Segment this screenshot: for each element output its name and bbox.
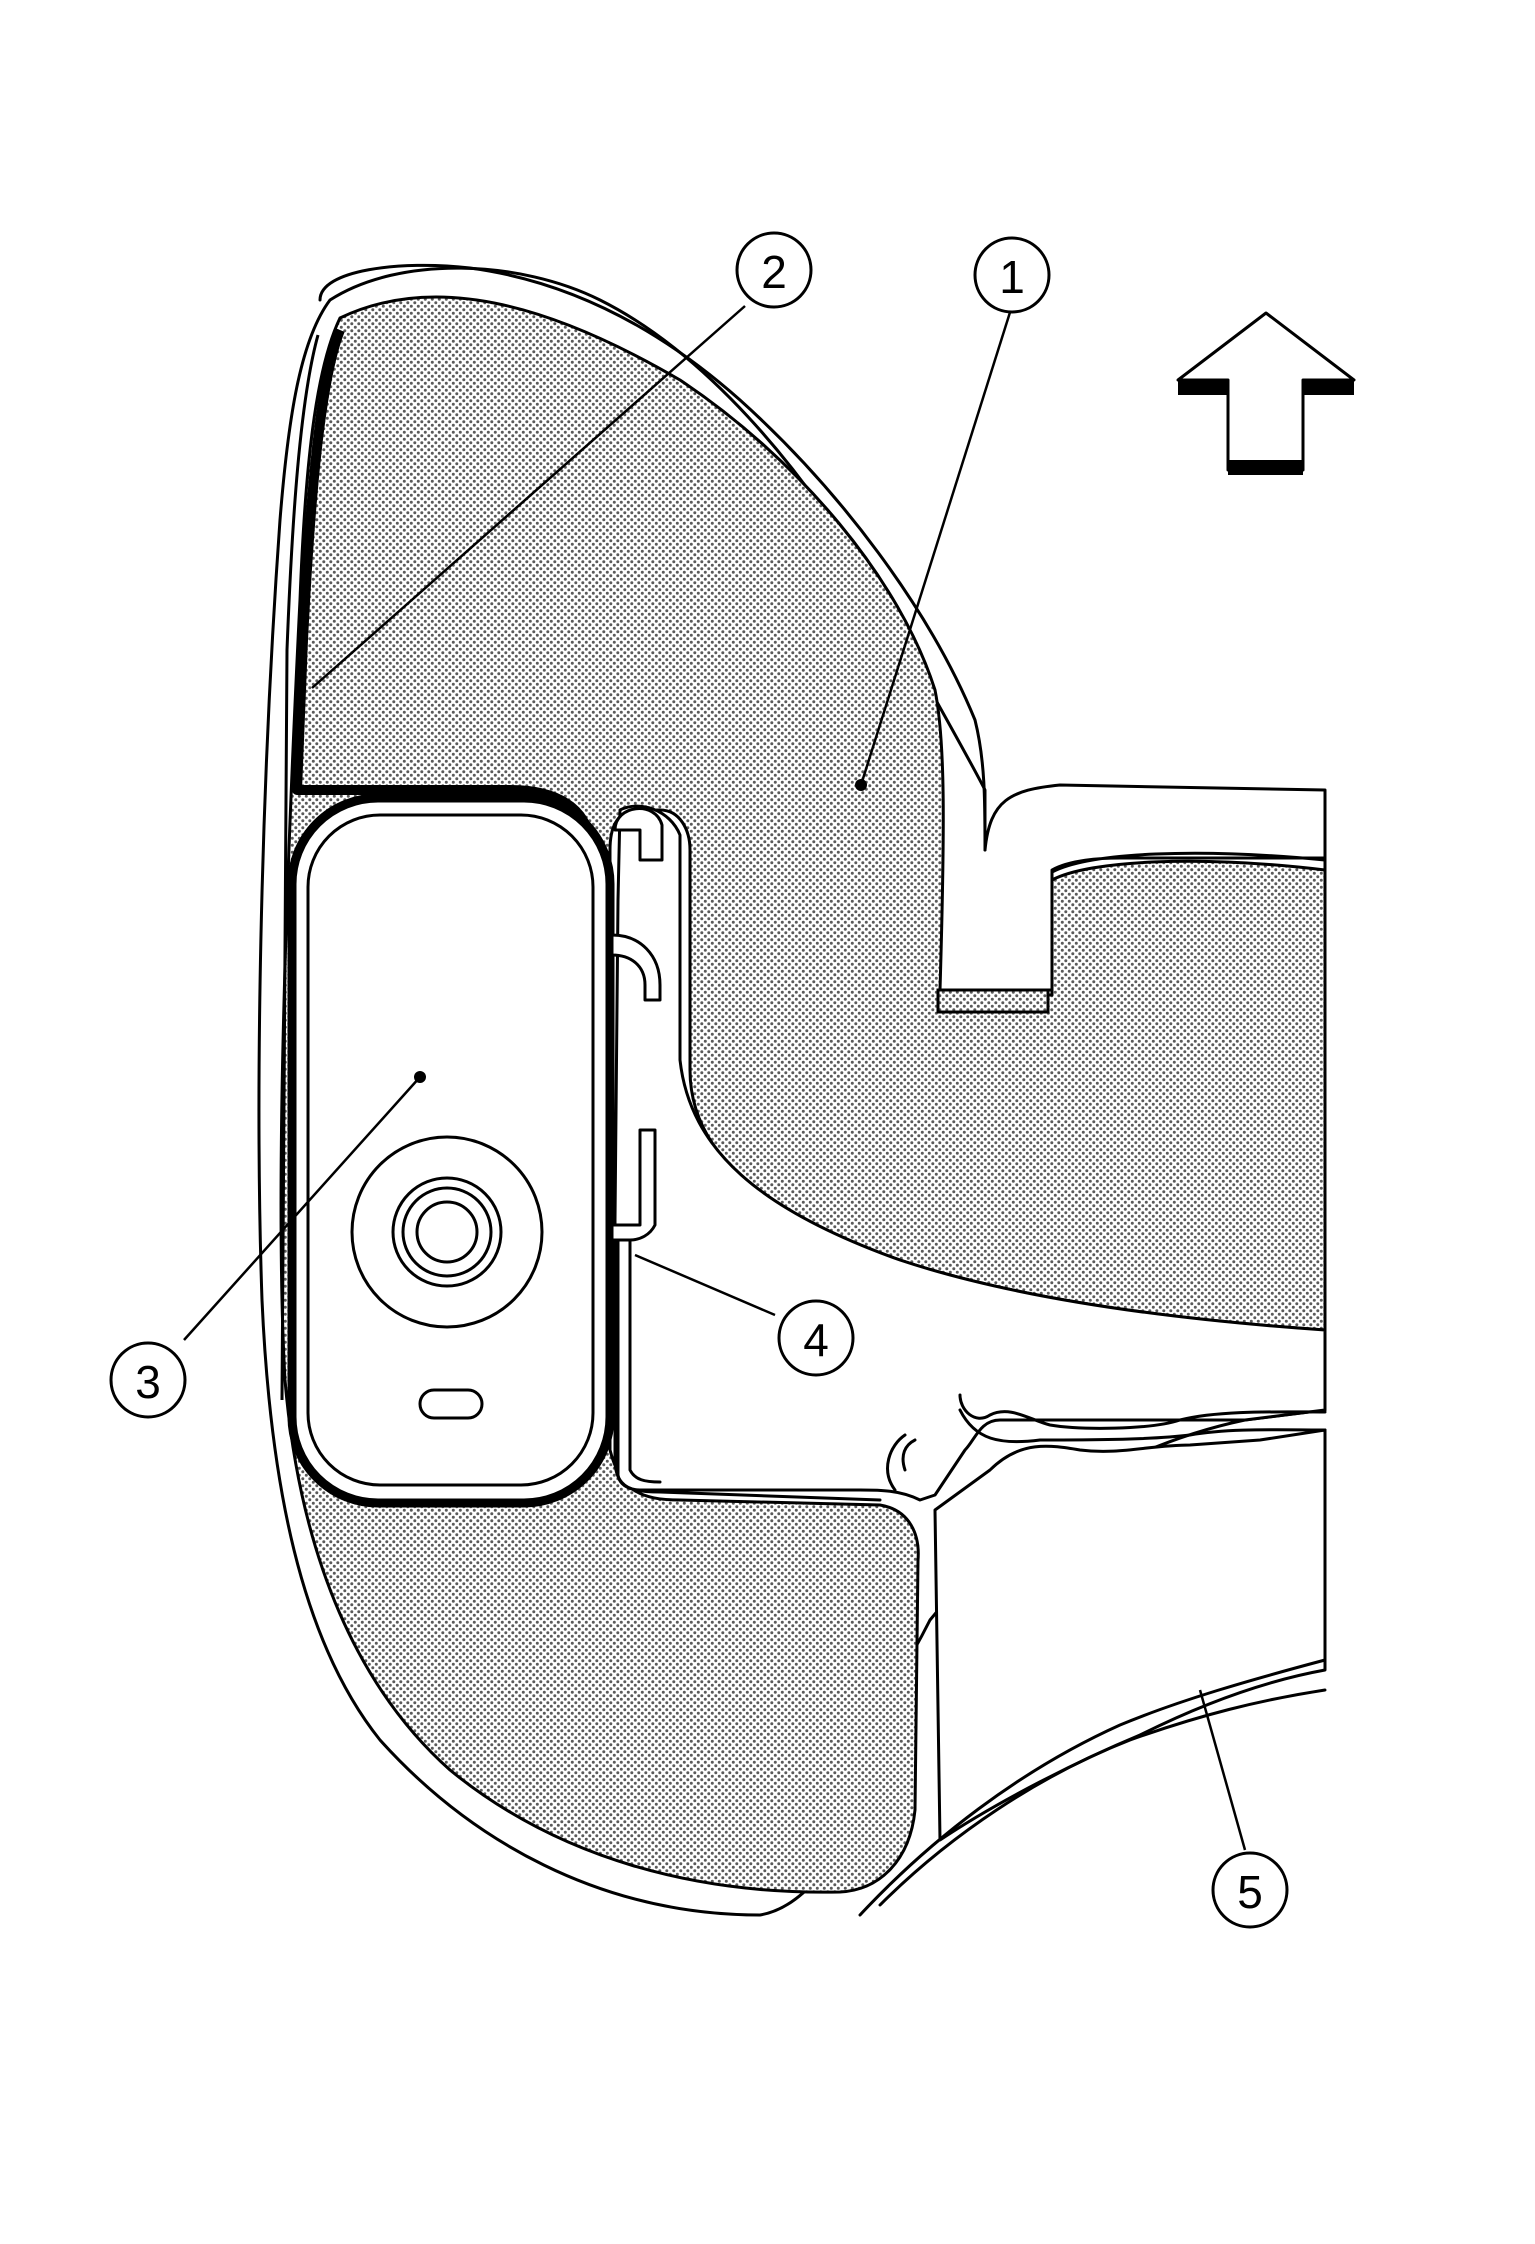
up-arrow-icon — [1176, 311, 1356, 475]
leader-line-5 — [1198, 1689, 1247, 1851]
leader-line-1 — [859, 305, 1014, 786]
floor-step — [936, 851, 1327, 997]
callout-2: 2 — [735, 231, 813, 309]
upper-trim-edge — [318, 263, 987, 852]
callout-5-label: 5 — [1237, 1866, 1263, 1918]
bracket-clip-mid — [610, 933, 662, 1002]
speaker-slot — [418, 1388, 484, 1420]
callout-3: 3 — [109, 1341, 187, 1419]
harness-rail — [616, 1238, 882, 1502]
panel-top-edge — [958, 1393, 1327, 1430]
bracket-clip-low — [610, 1128, 657, 1242]
leader-line-2 — [311, 305, 746, 689]
lower-floor-region — [933, 1428, 1327, 1842]
side-sill-trim — [858, 1658, 1327, 1917]
callout-4-label: 4 — [803, 1314, 829, 1366]
step-insulator-strip — [936, 988, 1050, 1014]
bracket-clip-top — [613, 807, 664, 862]
side-sill-trim-inner — [878, 1688, 1327, 1907]
callout-3-label: 3 — [135, 1356, 161, 1408]
callout-5: 5 — [1211, 1851, 1289, 1929]
callout-2-label: 2 — [761, 246, 787, 298]
leader-line-4 — [634, 1253, 776, 1317]
small-connector — [886, 1433, 917, 1492]
callout-1-label: 1 — [999, 251, 1025, 303]
callout-4: 4 — [777, 1299, 855, 1377]
callout-1: 1 — [973, 236, 1051, 314]
speaker-cone-center — [415, 1200, 479, 1264]
harness-rail-inner — [628, 1238, 662, 1484]
leader-line-3 — [183, 1076, 421, 1341]
panel-top-edge-2 — [958, 1408, 1327, 1444]
leader-dot-1 — [855, 779, 867, 791]
wiring-harness-outline — [280, 334, 320, 1401]
